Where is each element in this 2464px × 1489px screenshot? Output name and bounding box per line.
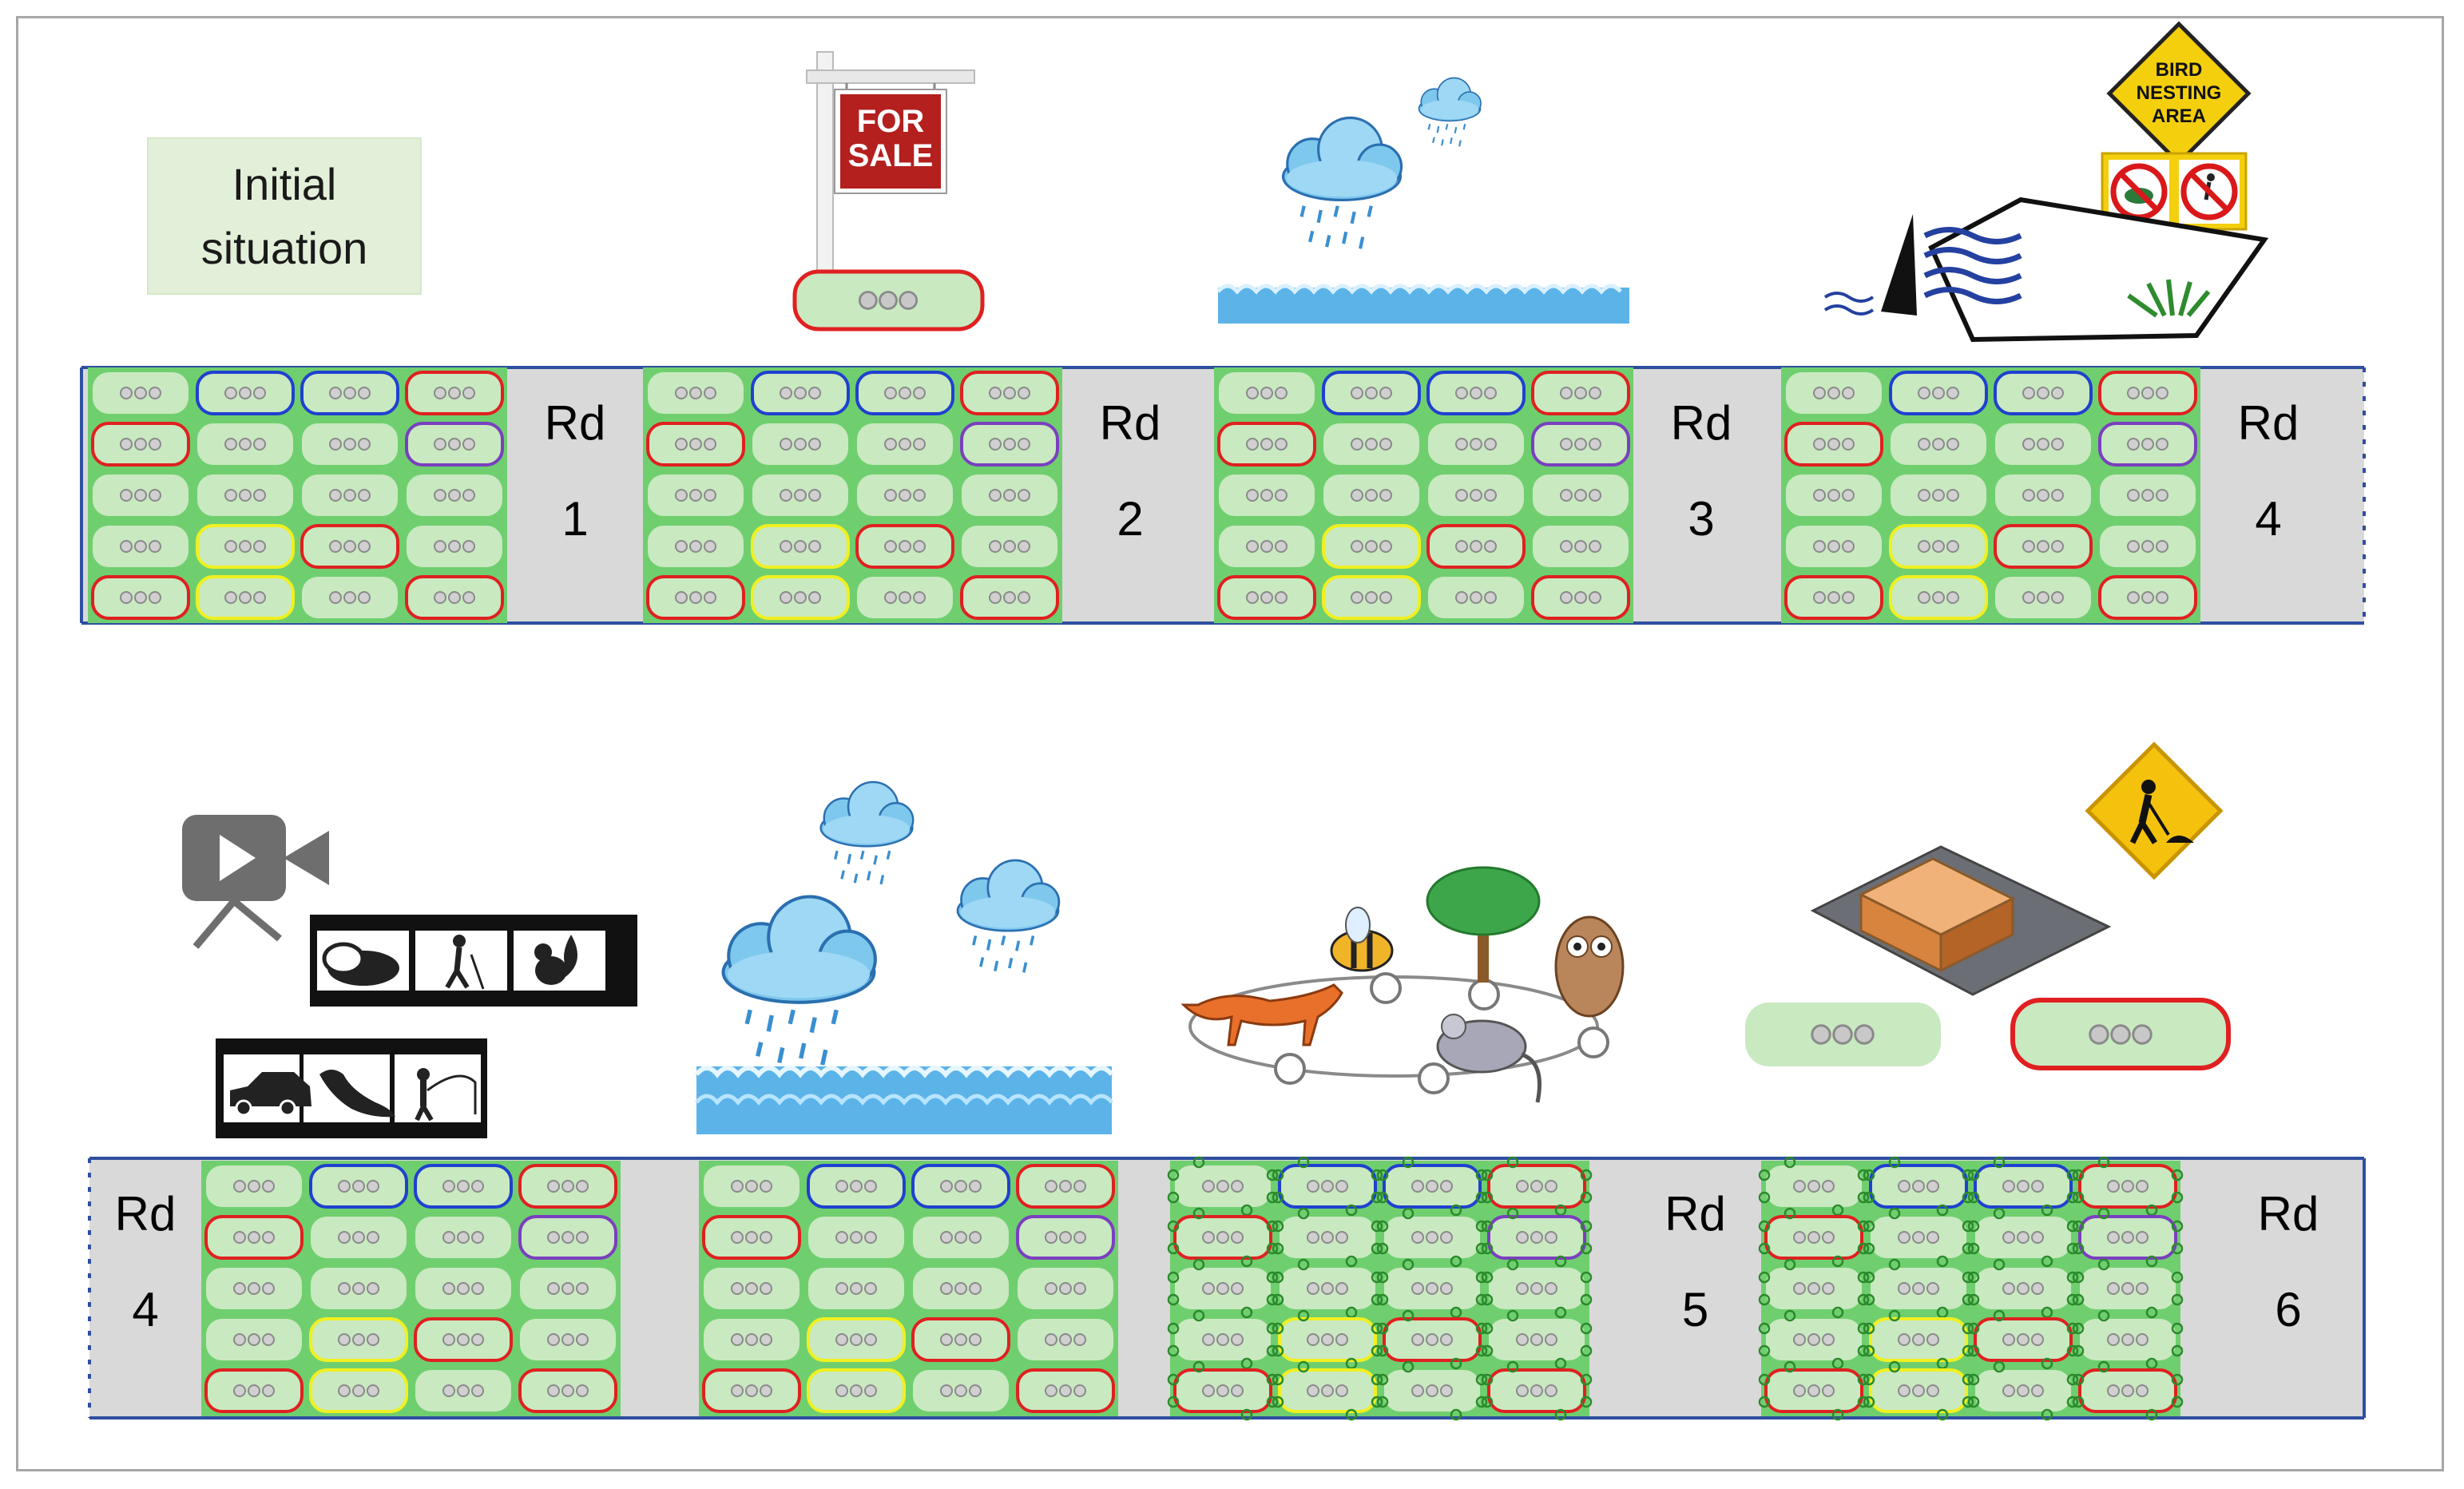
road-word: Rd xyxy=(1100,396,1161,450)
road-label: Rd 4 xyxy=(115,1187,177,1336)
land-plot xyxy=(699,1161,1118,1416)
initial-situation-label: Initial situation xyxy=(147,137,422,295)
bee-icon xyxy=(1330,907,1394,972)
hiker-icon xyxy=(445,935,485,990)
fox-icon xyxy=(1180,983,1343,1046)
road-label: Rd 4 xyxy=(2238,396,2299,546)
road-word: Rd xyxy=(1664,1187,1726,1241)
for-sale-line1: FOR xyxy=(857,104,925,139)
road-number: 4 xyxy=(2255,492,2281,546)
road-label: Rd 1 xyxy=(545,396,606,546)
waves-icon xyxy=(1216,284,1629,324)
no-dogs-icon xyxy=(2109,160,2169,224)
road-number: 5 xyxy=(1682,1283,1708,1336)
road-number: 2 xyxy=(1117,492,1143,546)
squirrel-icon xyxy=(534,935,577,985)
road-word: Rd xyxy=(115,1187,177,1241)
initial-label-line2: situation xyxy=(201,223,368,273)
no-walking-icon xyxy=(2179,160,2240,224)
bird-sign-line3: AREA xyxy=(2152,105,2206,127)
otter-icon xyxy=(319,1070,395,1118)
building-icon xyxy=(1810,845,2112,996)
road-word: Rd xyxy=(1671,396,1732,450)
bird-sign-line1: BIRD xyxy=(2156,59,2203,81)
food-web-icon xyxy=(1180,866,1625,1103)
rain-cloud-icon xyxy=(1281,77,1482,249)
figure-frame xyxy=(16,16,2444,1471)
tree-icon xyxy=(1426,866,1541,983)
for-sale-sign-icon: FOR SALE xyxy=(792,51,985,332)
waves-icon xyxy=(694,1066,1114,1134)
initial-label-line1: Initial xyxy=(232,159,337,209)
land-plot xyxy=(1214,367,1633,623)
owl-icon xyxy=(1554,915,1625,1018)
land-plot xyxy=(1781,367,2200,623)
road-number: 1 xyxy=(561,492,588,546)
road-label: Rd 3 xyxy=(1671,396,1732,546)
bird-nesting-sign-icon: BIRD NESTING AREA xyxy=(1823,21,2269,343)
road-number: 3 xyxy=(1688,492,1714,546)
road-number: 4 xyxy=(132,1283,158,1336)
road-label: Rd 6 xyxy=(2258,1187,2319,1336)
road-label: Rd 2 xyxy=(1100,396,1161,546)
parcel-comparison-icon xyxy=(1745,998,2231,1070)
land-plot xyxy=(201,1161,621,1416)
for-sale-line2: SALE xyxy=(848,138,934,173)
car-icon xyxy=(230,1072,311,1117)
construction-sign-icon xyxy=(2085,741,2224,880)
land-plot xyxy=(1758,1156,2184,1421)
land-plot xyxy=(88,367,507,623)
video-camera-icon xyxy=(182,815,329,949)
bird-sign-line2: NESTING xyxy=(2137,82,2222,104)
road-label: Rd 5 xyxy=(1664,1187,1726,1336)
road-word: Rd xyxy=(2238,396,2299,450)
fisherman-icon xyxy=(415,1068,477,1122)
road-number: 6 xyxy=(2275,1283,2301,1336)
land-plot xyxy=(1167,1156,1593,1421)
road-word: Rd xyxy=(2258,1187,2319,1241)
road-word: Rd xyxy=(545,396,606,450)
mouse-icon xyxy=(1436,1014,1541,1103)
land-plot xyxy=(643,367,1062,623)
rain-cloud-icon xyxy=(724,780,1061,1065)
badger-icon xyxy=(322,942,399,986)
